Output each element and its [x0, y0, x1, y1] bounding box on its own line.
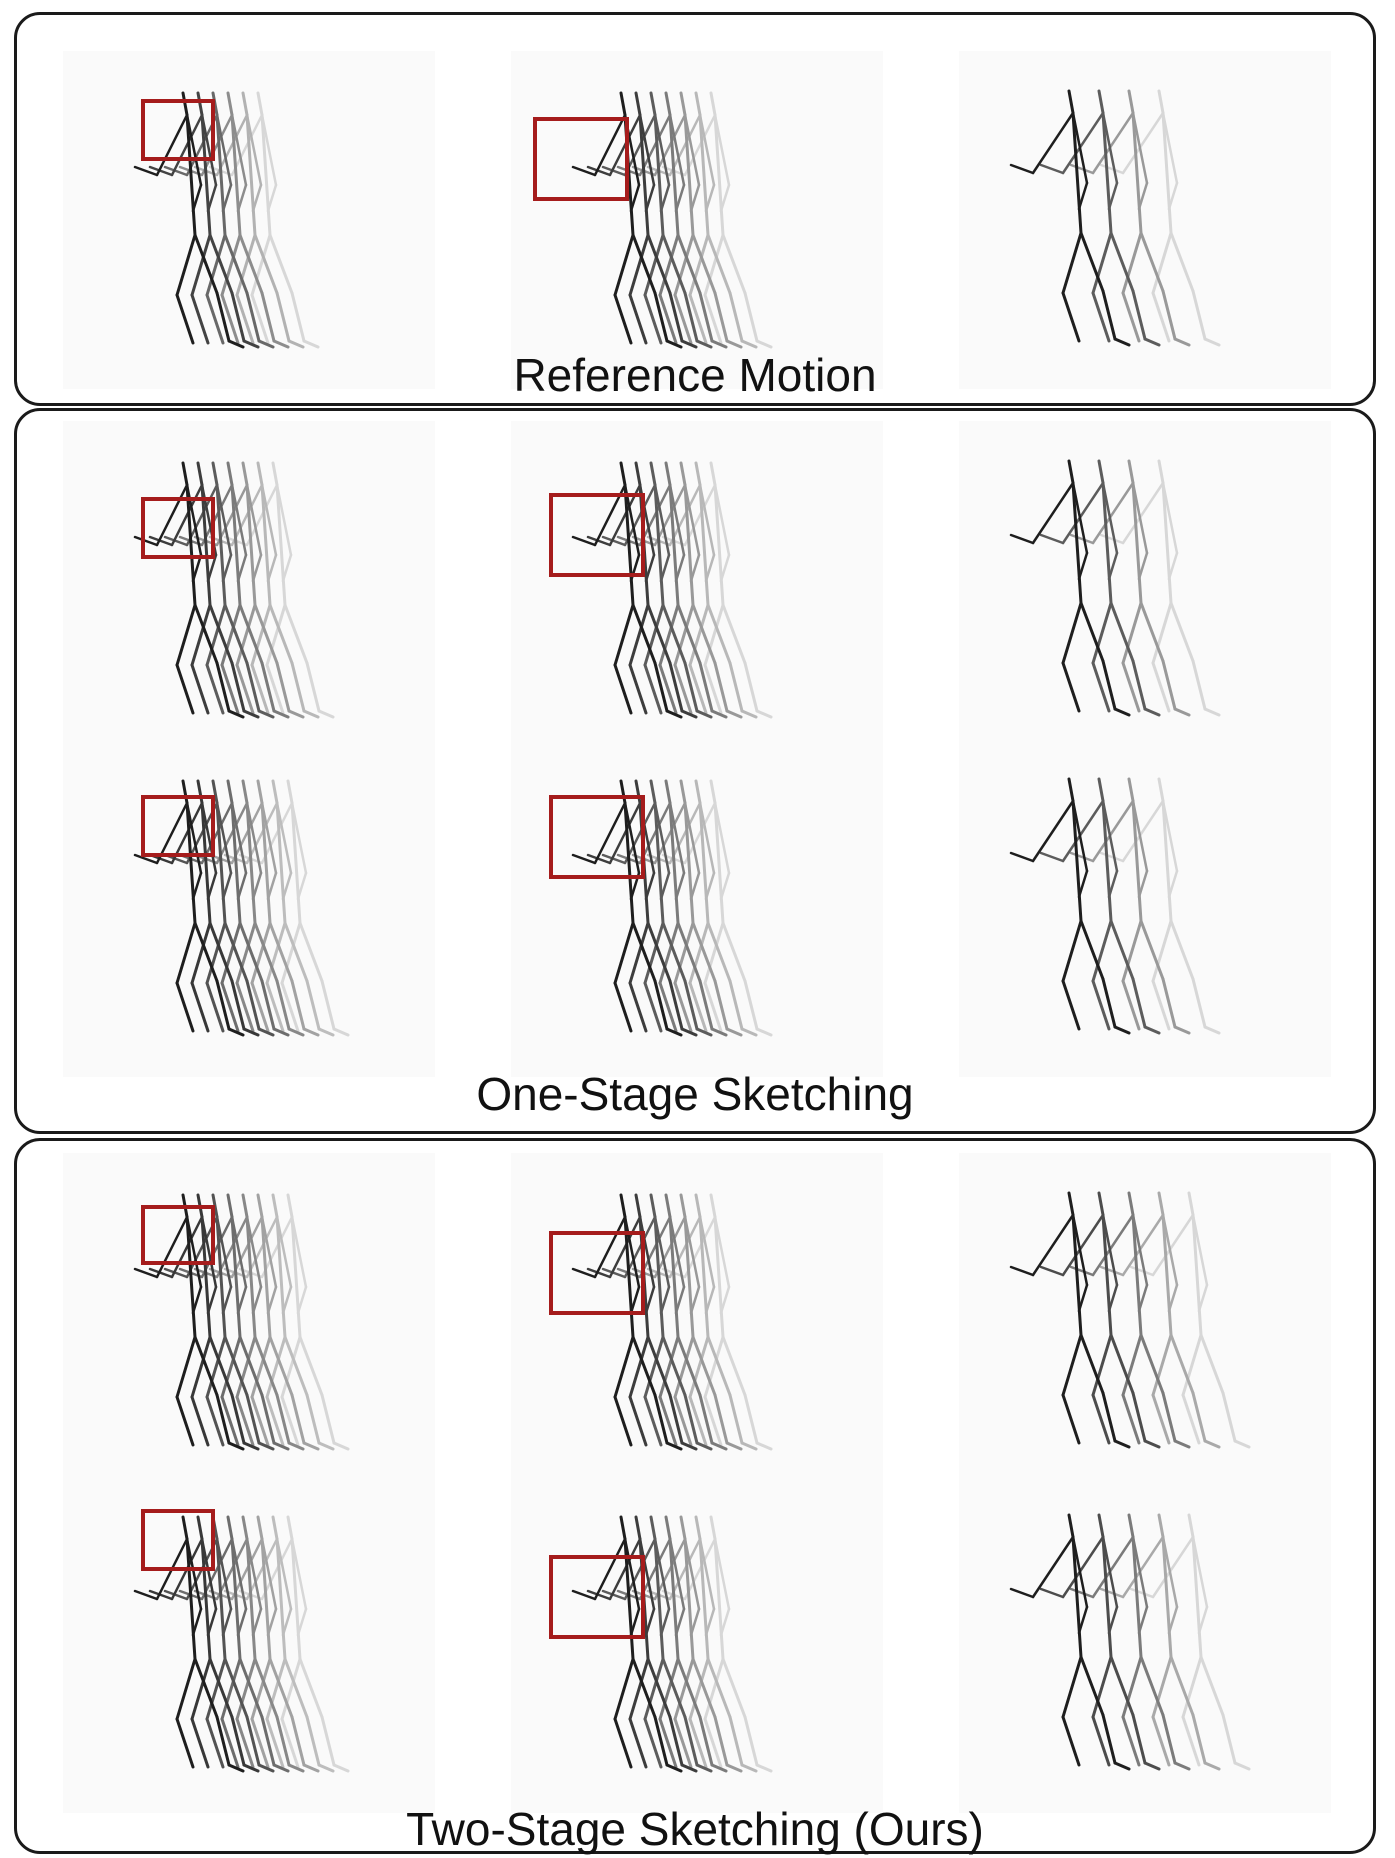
skeleton-figures — [511, 51, 883, 389]
skeleton-sequence-image — [959, 739, 1331, 1077]
two-stage-sketching-panel: Two-Stage Sketching (Ours) — [14, 1138, 1376, 1854]
skeleton-figures — [63, 1475, 435, 1813]
skeleton-sequence-image — [959, 51, 1331, 389]
skeleton-sequence-image — [511, 421, 883, 759]
reference-motion-panel: Reference Motion — [14, 12, 1376, 406]
skeleton-figures — [63, 51, 435, 389]
skeleton-sequence-image — [63, 1153, 435, 1491]
skeleton-figures — [63, 739, 435, 1077]
skeleton-figures — [63, 421, 435, 759]
skeleton-figures — [511, 739, 883, 1077]
one-stage-sketching-panel: One-Stage Sketching — [14, 408, 1376, 1134]
skeleton-figures — [511, 1153, 883, 1491]
panel-label: Reference Motion — [17, 350, 1373, 400]
skeleton-sequence-image — [959, 1475, 1331, 1813]
skeleton-figures — [511, 421, 883, 759]
skeleton-figures — [959, 1153, 1331, 1491]
skeleton-sequence-image — [511, 1475, 883, 1813]
skeleton-figures — [959, 51, 1331, 389]
skeleton-sequence-image — [511, 739, 883, 1077]
panel-label: One-Stage Sketching — [17, 1069, 1373, 1119]
skeleton-sequence-image — [959, 1153, 1331, 1491]
highlight-box — [535, 119, 627, 199]
skeleton-sequence-image — [63, 421, 435, 759]
skeleton-sequence-image — [63, 51, 435, 389]
skeleton-sequence-image — [63, 1475, 435, 1813]
skeleton-figures — [959, 739, 1331, 1077]
skeleton-sequence-image — [63, 739, 435, 1077]
skeleton-sequence-image — [511, 1153, 883, 1491]
skeleton-figures — [959, 421, 1331, 759]
panel-label: Two-Stage Sketching (Ours) — [17, 1804, 1373, 1854]
skeleton-figures — [511, 1475, 883, 1813]
skeleton-figures — [63, 1153, 435, 1491]
skeleton-sequence-image — [959, 421, 1331, 759]
skeleton-sequence-image — [511, 51, 883, 389]
skeleton-figures — [959, 1475, 1331, 1813]
